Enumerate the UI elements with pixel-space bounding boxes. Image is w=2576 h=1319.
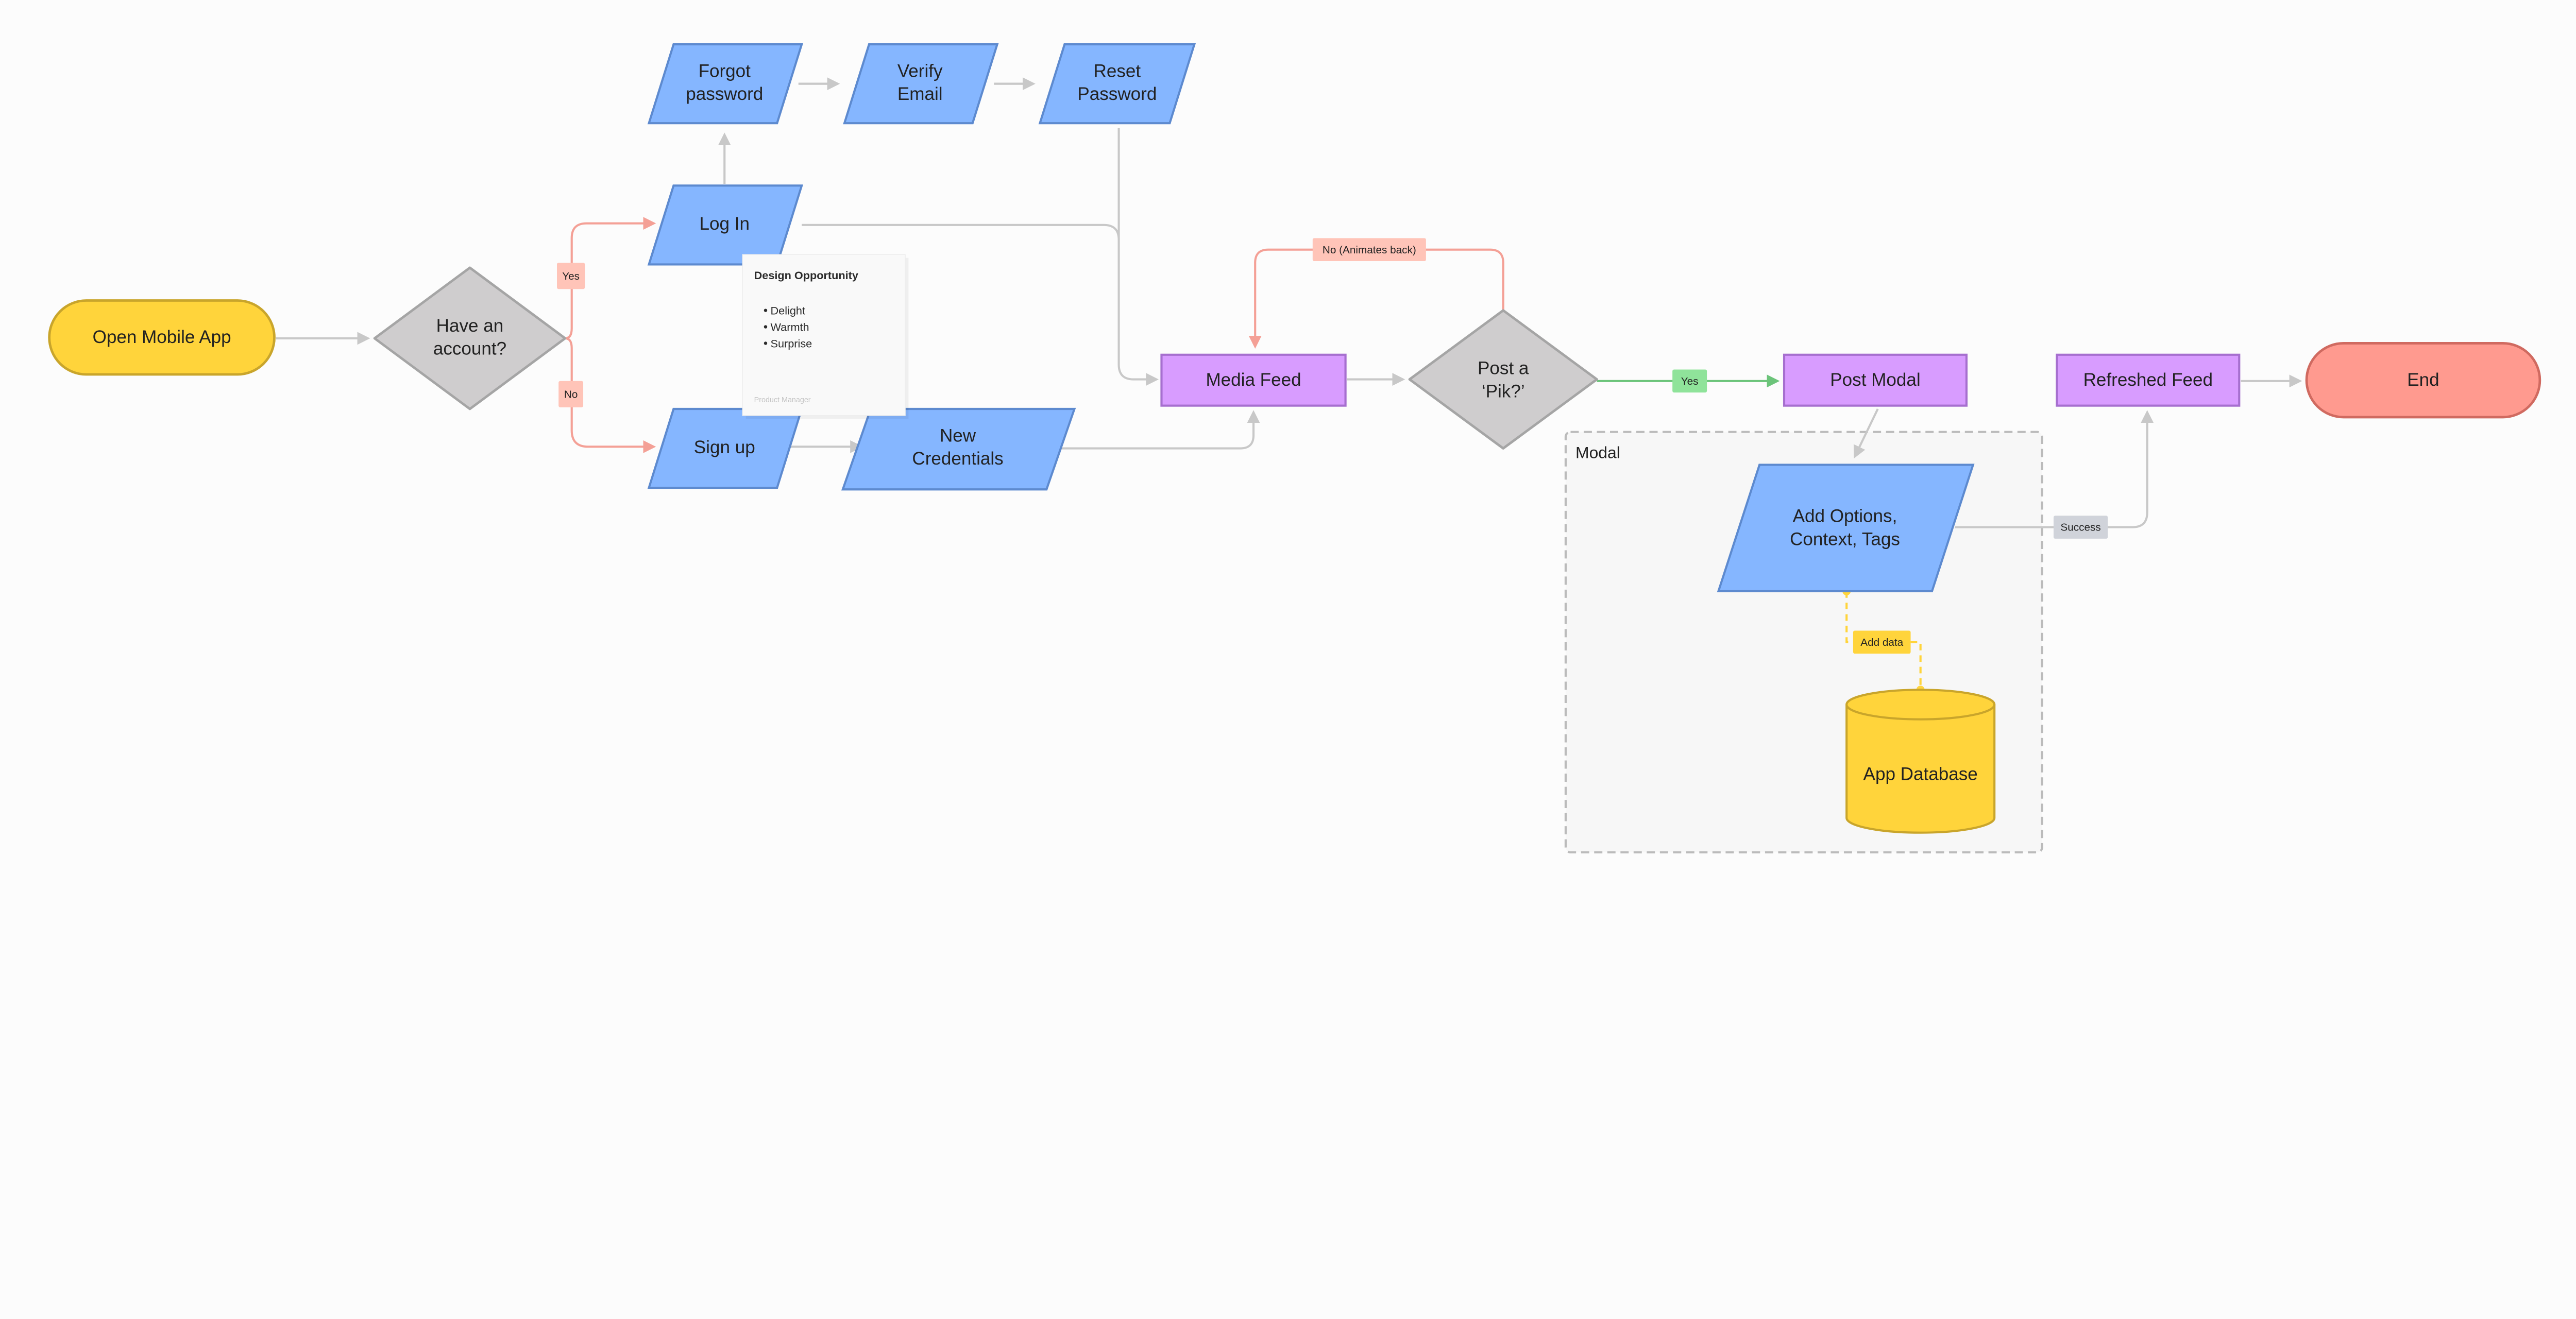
- node-refreshed-feed[interactable]: Refreshed Feed: [2056, 353, 2241, 407]
- svg-text:Refreshed Feed: Refreshed Feed: [2083, 370, 2213, 390]
- edge-label-success: Success: [2053, 516, 2108, 539]
- edge-no-animates-back: [1248, 248, 1504, 349]
- svg-text:Add Options,: Add Options,: [1793, 506, 1897, 526]
- svg-text:password: password: [686, 84, 763, 104]
- svg-text:New: New: [940, 425, 976, 446]
- node-media-feed[interactable]: Media Feed: [1160, 353, 1347, 407]
- sticky-note-item: Delight: [771, 304, 805, 317]
- svg-text:Yes: Yes: [1681, 375, 1699, 387]
- svg-text:App Database: App Database: [1863, 764, 1978, 784]
- edge-post-modal-to-options: [1853, 408, 1879, 459]
- node-add-options[interactable]: Add Options, Context, Tags: [1717, 464, 1975, 593]
- node-end[interactable]: End: [2305, 342, 2541, 419]
- node-sign-up[interactable]: Sign up: [647, 407, 803, 489]
- edge-yes-to-login: [565, 217, 656, 339]
- sticky-note-author: Product Manager: [754, 396, 811, 404]
- svg-text:No: No: [564, 388, 578, 400]
- svg-text:Post Modal: Post Modal: [1830, 370, 1920, 390]
- svg-text:No (Animates back): No (Animates back): [1323, 244, 1416, 256]
- svg-text:Context, Tags: Context, Tags: [1790, 529, 1900, 549]
- sticky-note-item: Warmth: [771, 321, 809, 334]
- svg-text:Success: Success: [2060, 522, 2100, 534]
- node-post-modal[interactable]: Post Modal: [1783, 353, 1968, 407]
- node-reset-password[interactable]: Reset Password: [1038, 43, 1196, 125]
- svg-text:‘Pik?’: ‘Pik?’: [1482, 381, 1525, 401]
- node-have-account-decision[interactable]: Have an account?: [373, 266, 567, 410]
- svg-text:Forgot: Forgot: [699, 61, 751, 81]
- node-log-in[interactable]: Log In: [647, 184, 803, 266]
- svg-text:account?: account?: [433, 338, 506, 358]
- sticky-note-title: Design Opportunity: [754, 269, 858, 282]
- edge-success-to-refreshed: [1955, 410, 2154, 528]
- flowchart-canvas: Modal Yes No No (Animates back) Yes Succ…: [48, 43, 2541, 854]
- svg-text:Credentials: Credentials: [912, 449, 1003, 469]
- node-new-credentials[interactable]: New Credentials: [841, 407, 1076, 491]
- svg-text:Open Mobile App: Open Mobile App: [93, 327, 231, 347]
- edge-login-to-feed: [802, 224, 1120, 240]
- edge-label-yes-account: Yes: [556, 263, 585, 289]
- svg-text:Reset: Reset: [1094, 61, 1141, 81]
- svg-text:Verify: Verify: [897, 61, 943, 81]
- svg-text:End: End: [2407, 370, 2439, 390]
- edge-no-to-signup: [565, 337, 656, 453]
- edge-add-data: [1845, 591, 1922, 690]
- node-forgot-password[interactable]: Forgot password: [647, 43, 803, 125]
- modal-group-label: Modal: [1575, 443, 1620, 462]
- svg-text:Add data: Add data: [1860, 637, 1903, 648]
- edge-label-no-account: No: [558, 381, 584, 407]
- edge-label-add-data: Add data: [1853, 630, 1911, 654]
- node-post-pik-decision[interactable]: Post a ‘Pik?’: [1408, 309, 1598, 450]
- sticky-note[interactable]: Design Opportunity Delight Warmth Surpri…: [742, 254, 909, 419]
- svg-text:Have an: Have an: [436, 316, 504, 336]
- svg-text:Sign up: Sign up: [694, 437, 755, 457]
- edge-credentials-to-feed: [1051, 410, 1260, 450]
- svg-text:Yes: Yes: [562, 270, 580, 282]
- edge-label-yes-post: Yes: [1672, 369, 1707, 393]
- edge-label-no-animates: No (Animates back): [1312, 238, 1426, 262]
- svg-text:Media Feed: Media Feed: [1206, 370, 1301, 390]
- node-open-mobile-app[interactable]: Open Mobile App: [48, 299, 276, 376]
- sticky-note-item: Surprise: [771, 337, 812, 350]
- svg-text:Post a: Post a: [1478, 358, 1529, 379]
- svg-text:Email: Email: [897, 84, 943, 104]
- svg-text:Log In: Log In: [700, 214, 750, 234]
- edge-reset-to-feed: [1117, 128, 1159, 386]
- svg-text:Password: Password: [1077, 84, 1157, 104]
- node-verify-email[interactable]: Verify Email: [843, 43, 999, 125]
- node-app-database[interactable]: App Database: [1845, 689, 1996, 834]
